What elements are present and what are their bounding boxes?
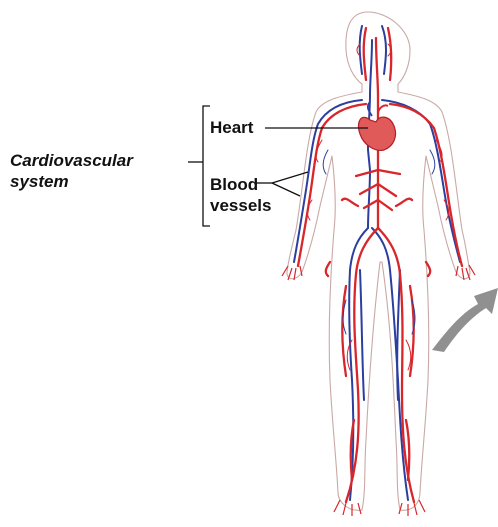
hands-and-feet [282, 265, 475, 516]
vessels-leader-2 [272, 183, 300, 196]
heart-label: Heart [210, 118, 253, 137]
cardiovascular-system-label-line2: system [10, 172, 69, 191]
cardiovascular-system-label-line1: Cardiovascular [10, 151, 133, 170]
blood-vessels-label-line1: Blood [210, 175, 258, 194]
blood-vessels-label-line2: vessels [210, 196, 271, 215]
curved-arrow [432, 288, 498, 352]
system-bracket [203, 106, 210, 226]
